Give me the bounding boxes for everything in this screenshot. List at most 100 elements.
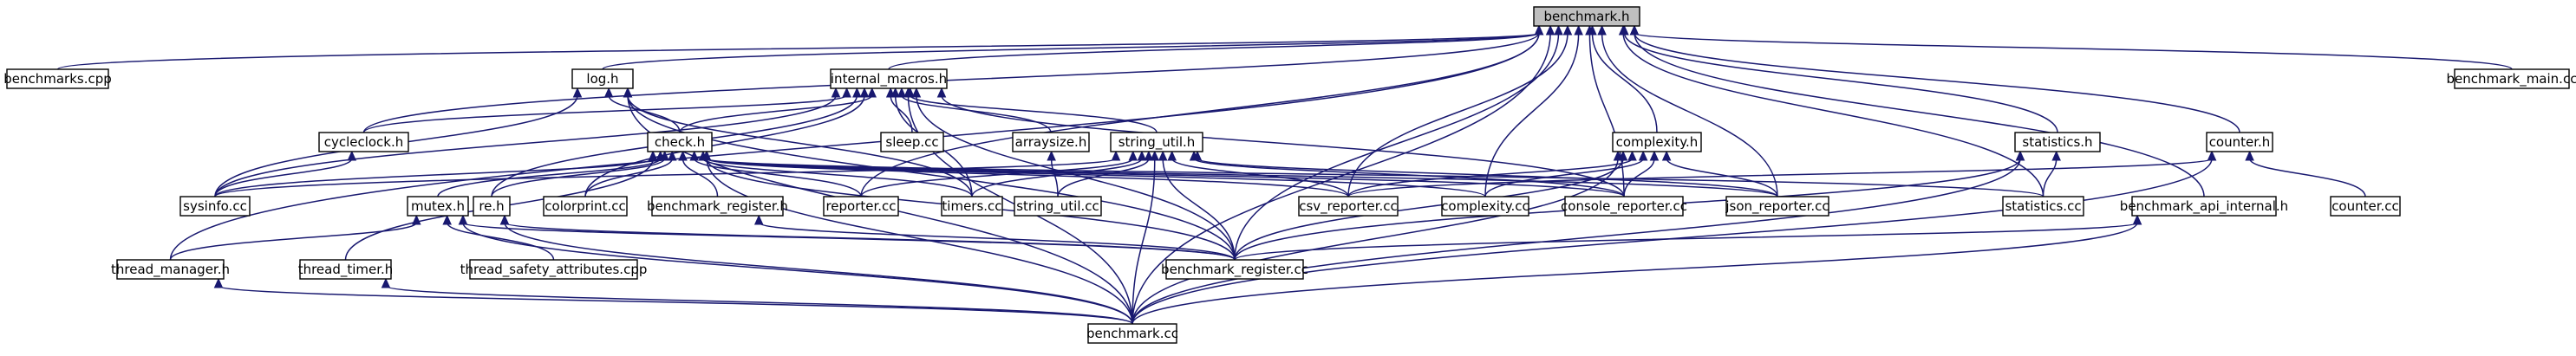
node-json-reporter-cc[interactable]: json_reporter.cc: [1725, 196, 1829, 217]
edge-line: [1347, 158, 1634, 197]
node-box[interactable]: [830, 68, 948, 89]
edge-line: [909, 94, 1158, 133]
node-complexity-h[interactable]: complexity.h: [1612, 132, 1702, 152]
edge-arrowhead: [1638, 150, 1648, 161]
node-benchmark-main-cc[interactable]: benchmark_main.cc: [2447, 68, 2576, 89]
node-sleep-cc[interactable]: sleep.cc: [880, 132, 944, 152]
node-benchmark-register-h[interactable]: benchmark_register.h: [647, 196, 788, 217]
node-counter-cc[interactable]: counter.cc: [2330, 196, 2401, 217]
node-box[interactable]: [469, 259, 638, 280]
node-box[interactable]: [823, 196, 899, 217]
node-box[interactable]: [2454, 68, 2570, 89]
node-box[interactable]: [473, 196, 511, 217]
node-box[interactable]: [1725, 196, 1829, 217]
node-string-util-h[interactable]: string_util.h: [1110, 132, 1203, 152]
node-box[interactable]: [2014, 132, 2101, 152]
node-box[interactable]: [2206, 132, 2273, 152]
node-box[interactable]: [1012, 132, 1090, 152]
node-timers-cc[interactable]: timers.cc: [941, 196, 1003, 217]
node-box[interactable]: [1087, 323, 1177, 344]
node-box[interactable]: [651, 196, 784, 217]
node-box[interactable]: [179, 196, 251, 217]
node-console-reporter-cc[interactable]: console_reporter.cc: [1561, 196, 1687, 217]
edge-complexity_h-to-benchmark_cc: [1131, 150, 1623, 325]
node-box[interactable]: [2330, 196, 2401, 217]
node-box[interactable]: [1564, 196, 1684, 217]
node-box[interactable]: [1533, 6, 1640, 27]
node-box[interactable]: [543, 196, 628, 217]
node-benchmark-register-cc[interactable]: benchmark_register.cc: [1161, 259, 1308, 280]
node-benchmarks-cpp[interactable]: benchmarks.cpp: [3, 68, 112, 89]
edge-arrowhead: [678, 150, 688, 161]
node-thread-safety-attributes-cpp[interactable]: thread_safety_attributes.cpp: [460, 259, 648, 280]
edge-arrowhead: [2207, 150, 2217, 161]
edge-arrowhead: [1562, 24, 1573, 36]
node-benchmark-h[interactable]: benchmark.h: [1533, 6, 1640, 27]
node-statistics-cc[interactable]: statistics.cc: [2002, 196, 2084, 217]
node-colorprint-cc[interactable]: colorprint.cc: [543, 196, 628, 217]
node-box[interactable]: [407, 196, 469, 217]
node-arraysize-h[interactable]: arraysize.h: [1012, 132, 1090, 152]
node-label: thread_manager.h: [111, 262, 230, 278]
node-box[interactable]: [116, 259, 225, 280]
edge-arrowhead: [842, 87, 851, 98]
edge-complexity_h-to-console_reporter_cc: [1623, 150, 1660, 197]
edge-cycleclock_h-to-sysinfo_cc: [214, 150, 357, 197]
edge-benchmark_h-to-internal_macros_h: [888, 24, 1544, 70]
node-thread-manager-h[interactable]: thread_manager.h: [111, 259, 230, 280]
node-mutex-h[interactable]: mutex.h: [407, 196, 469, 217]
node-box[interactable]: [6, 68, 109, 89]
edge-arrowhead: [347, 150, 357, 161]
edge-line: [446, 222, 555, 261]
node-box[interactable]: [880, 132, 944, 152]
edge-thread_timer_h-to-benchmark_cc: [381, 277, 1133, 325]
node-thread-timer-h[interactable]: thread_timer.h: [298, 259, 394, 280]
node-log-h[interactable]: log.h: [571, 68, 634, 89]
edge-arrowhead: [1534, 24, 1544, 36]
node-box[interactable]: [647, 132, 713, 152]
node-box[interactable]: [1441, 196, 1529, 217]
node-box[interactable]: [941, 196, 1003, 217]
node-reporter-cc[interactable]: reporter.cc: [823, 196, 899, 217]
edge-benchmark_h-to-benchmark_api_internal_h: [1629, 24, 2205, 197]
edge-arrowhead: [412, 214, 421, 225]
node-benchmark-api-internal-h[interactable]: benchmark_api_internal.h: [2120, 196, 2288, 217]
node-box[interactable]: [1165, 259, 1304, 280]
edge-internal_macros_h-to-cycleclock_h: [362, 87, 851, 133]
node-complexity-cc[interactable]: complexity.cc: [1441, 196, 1529, 217]
edge-line: [2248, 158, 2366, 197]
edge-line: [1622, 32, 2044, 197]
edge-arrowhead: [1128, 150, 1138, 161]
edge-line: [504, 222, 1133, 325]
node-benchmark-cc[interactable]: benchmark.cc: [1086, 323, 1178, 344]
node-box[interactable]: [2131, 196, 2277, 217]
node-box[interactable]: [1298, 196, 1399, 217]
edge-line: [362, 94, 848, 133]
node-string-util-cc[interactable]: string_util.cc: [1014, 196, 1102, 217]
node-box[interactable]: [299, 259, 392, 280]
edge-benchmark_h-to-benchmark_cc: [1131, 24, 1555, 325]
node-sysinfo-cc[interactable]: sysinfo.cc: [179, 196, 251, 217]
edge-arrowhead: [603, 87, 614, 98]
edge-line: [602, 32, 1540, 70]
node-label: timers.cc: [942, 198, 1001, 214]
node-internal-macros-h[interactable]: internal_macros.h: [830, 68, 948, 89]
node-csv-reporter-cc[interactable]: csv_reporter.cc: [1298, 196, 1399, 217]
node-statistics-h[interactable]: statistics.h: [2014, 132, 2101, 152]
node-check-h[interactable]: check.h: [647, 132, 713, 152]
edge-check_h-to-benchmark_register_h: [678, 150, 719, 197]
node-cycleclock-h[interactable]: cycleclock.h: [318, 132, 409, 152]
node-label: statistics.h: [2022, 134, 2092, 150]
edge-line: [888, 32, 1540, 70]
node-box[interactable]: [571, 68, 634, 89]
node-counter-h[interactable]: counter.h: [2206, 132, 2273, 152]
node-box[interactable]: [2002, 196, 2084, 217]
node-box[interactable]: [318, 132, 409, 152]
edge-mutex_h-to-thread_safety_attributes_cpp: [442, 214, 555, 261]
edge-line: [706, 158, 2044, 197]
edge-arrowhead: [442, 214, 452, 225]
node-box[interactable]: [1612, 132, 1702, 152]
node-box[interactable]: [1014, 196, 1102, 217]
node-box[interactable]: [1110, 132, 1203, 152]
node-re-h[interactable]: re.h: [473, 196, 511, 217]
